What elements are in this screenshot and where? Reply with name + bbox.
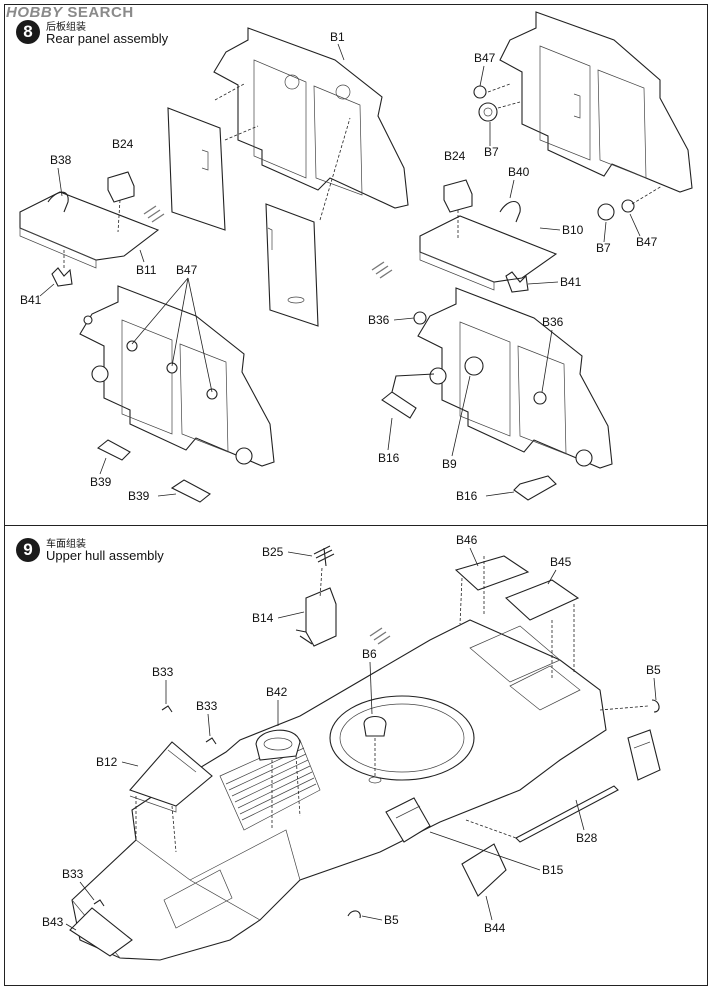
- part-b36-left: [413, 311, 427, 325]
- label-b40: B40: [508, 165, 530, 179]
- label-b16-right: B16: [456, 489, 478, 503]
- part-b24-right: [443, 179, 473, 240]
- label-b28: B28: [576, 831, 598, 845]
- part-b5-bottom: [347, 910, 361, 919]
- part-b7-bottom: [597, 203, 615, 221]
- bracket-b39-left: [96, 439, 131, 461]
- watermark-logo: HOBBY SEARCH: [6, 4, 134, 21]
- label-b12: B12: [96, 755, 118, 769]
- hatch-b46: [454, 555, 530, 591]
- plate-b11: [19, 191, 160, 269]
- label-b46: B46: [456, 533, 478, 547]
- bracket-b39-bottom: [170, 479, 211, 503]
- hatch-b45: [504, 579, 580, 621]
- label-b42: B42: [266, 685, 288, 699]
- label-b25: B25: [262, 545, 284, 559]
- part-b15: [385, 797, 431, 843]
- label-b14: B14: [252, 611, 274, 625]
- hatch-b42: [255, 729, 301, 761]
- label-b6: B6: [362, 647, 377, 661]
- part-b33-c: [93, 899, 105, 907]
- label-b33-a: B33: [152, 665, 174, 679]
- label-b33-c: B33: [62, 867, 84, 881]
- label-b10: B10: [562, 223, 584, 237]
- rear-hatch-lower: [265, 203, 319, 327]
- step-8-title-en: Rear panel assembly: [46, 31, 169, 46]
- label-b36-right: B36: [542, 315, 564, 329]
- label-b1: B1: [330, 30, 345, 44]
- watermark-search: SEARCH: [67, 4, 134, 21]
- part-b25: [313, 545, 335, 567]
- plate-b10: [419, 200, 558, 291]
- part-b47-bottom: [621, 199, 635, 213]
- step-9-title-en: Upper hull assembly: [46, 548, 164, 563]
- part-b24-left: [107, 171, 135, 233]
- rear-hatch-upper: [167, 107, 226, 231]
- rear-panel-b1: [213, 27, 409, 209]
- label-b45: B45: [550, 555, 572, 569]
- label-b47-bottom: B47: [636, 235, 658, 249]
- rear-panel-lower-right: [417, 287, 613, 469]
- upper-hull: [71, 619, 607, 961]
- label-b7-top: B7: [484, 145, 499, 159]
- label-b7-bottom: B7: [596, 241, 611, 255]
- label-b24-right: B24: [444, 149, 466, 163]
- label-b36-left: B36: [368, 313, 390, 327]
- step-8-badge: 8: [16, 20, 40, 44]
- label-b24-left: B24: [112, 137, 134, 151]
- bracket-b16-left: [381, 373, 435, 419]
- assembly-arrows-step8: [143, 205, 393, 279]
- engine-grille: [225, 747, 317, 821]
- label-b11: B11: [136, 263, 157, 277]
- label-b15: B15: [542, 863, 564, 877]
- step-9-badge: 9: [16, 538, 40, 562]
- bracket-b16-right: [513, 475, 557, 501]
- label-b39-bottom: B39: [128, 489, 150, 503]
- step-8-title-cn: 后板组装: [46, 22, 86, 33]
- label-b5-top: B5: [646, 663, 661, 677]
- label-b47-top: B47: [474, 51, 496, 65]
- assembly-arrows-step9: [369, 627, 391, 645]
- door-b44: [461, 843, 507, 897]
- rear-panel-lower-left: [79, 285, 275, 467]
- side-box: [627, 729, 661, 781]
- rear-panel-assembled-right: [499, 11, 693, 193]
- rod-b28: [515, 785, 619, 843]
- part-b6: [363, 715, 387, 784]
- label-b41-right: B41: [560, 275, 582, 289]
- label-b33-b: B33: [196, 699, 218, 713]
- label-b38: B38: [50, 153, 72, 167]
- part-b33-a: [161, 705, 173, 713]
- part-b33-b: [205, 737, 217, 745]
- part-b14: [295, 587, 337, 647]
- label-b9: B9: [442, 457, 457, 471]
- label-b47-group: B47: [176, 263, 198, 277]
- step-divider: [4, 525, 708, 526]
- label-b39-left: B39: [90, 475, 112, 489]
- bracket-b41-left: [51, 267, 73, 287]
- part-b7-top: [478, 102, 498, 122]
- label-b5-bottom: B5: [384, 913, 399, 927]
- part-b5-top: [651, 699, 660, 713]
- part-b47-top: [473, 85, 487, 99]
- label-b43: B43: [42, 915, 64, 929]
- bracket-b41-right: [505, 271, 529, 293]
- plate-b43: [69, 907, 133, 957]
- watermark-hobby: HOBBY: [6, 4, 63, 21]
- plate-b12: [129, 741, 213, 813]
- label-b16-left: B16: [378, 451, 400, 465]
- label-b41-left: B41: [20, 293, 42, 307]
- step-9-title-cn: 车面组装: [46, 539, 86, 550]
- instruction-sheet-frame: [4, 4, 708, 986]
- label-b44: B44: [484, 921, 506, 935]
